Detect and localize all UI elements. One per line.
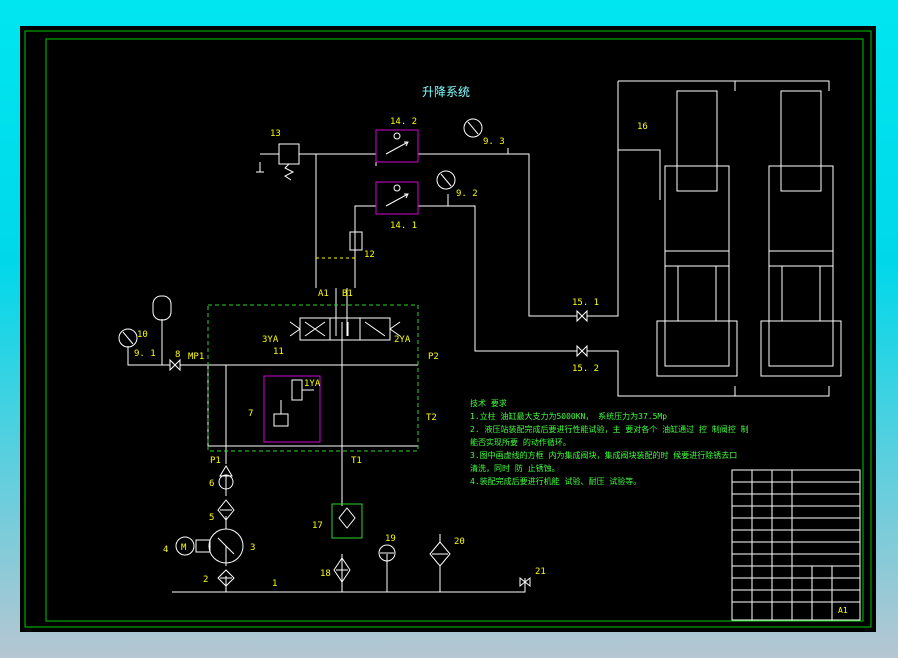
filters bbox=[331, 503, 531, 588]
line-mid bbox=[354, 194, 830, 397]
label-15-2: 15. 2 bbox=[572, 364, 599, 374]
label-2: 2 bbox=[203, 575, 208, 585]
hydraulic-schematic: 升降系统 bbox=[24, 30, 872, 628]
manifold-lines bbox=[180, 336, 418, 506]
tech-line-6: 4.装配完成后要进行机能 试验、耐压 试验等。 bbox=[470, 476, 641, 486]
ball-valves bbox=[169, 309, 588, 372]
flow-valve-14-1 bbox=[375, 181, 419, 215]
label-9-2: 9. 2 bbox=[456, 189, 478, 199]
cylinder-16 bbox=[656, 90, 842, 377]
label-10: 10 bbox=[137, 330, 148, 340]
label-motor: M bbox=[181, 543, 187, 553]
cad-drawing-area: 升降系统 bbox=[20, 26, 876, 632]
flow-valve-14-2 bbox=[375, 129, 419, 163]
label-11: 11 bbox=[273, 347, 284, 357]
label-p2: P2 bbox=[428, 352, 439, 362]
label-13: 13 bbox=[270, 129, 281, 139]
label-p1: P1 bbox=[210, 456, 221, 466]
label-21: 21 bbox=[535, 567, 546, 577]
line-a1-b1 bbox=[315, 264, 356, 336]
relief-spring bbox=[284, 163, 295, 181]
label-7: 7 bbox=[248, 409, 253, 419]
label-4: 4 bbox=[163, 545, 168, 555]
tech-line-5: 清洗，同时 防 止锈蚀。 bbox=[470, 463, 560, 473]
label-15-1: 15. 1 bbox=[572, 298, 599, 308]
component-labels: 13 14. 2 14. 1 9. 3 9. 2 16 12 A1 B1 3YA… bbox=[134, 117, 648, 589]
label-1: 1 bbox=[272, 579, 277, 589]
title-block bbox=[731, 469, 861, 621]
drawing-number: A1 bbox=[838, 606, 848, 615]
relief-valve-tank bbox=[256, 153, 279, 173]
label-12: 12 bbox=[364, 250, 375, 260]
label-5: 5 bbox=[209, 513, 214, 523]
label-3ya: 3YA bbox=[262, 335, 279, 345]
label-a1: A1 bbox=[318, 289, 329, 299]
integrated-manifold bbox=[207, 304, 419, 452]
label-18: 18 bbox=[320, 569, 331, 579]
accumulator-line bbox=[127, 319, 208, 366]
pump-line bbox=[172, 476, 526, 593]
diagram-title: 升降系统 bbox=[422, 85, 470, 99]
tech-line-1: 1.立柱 油缸最大支力为5000KN， 系统压力为37.5Mp bbox=[470, 411, 667, 421]
outer-border bbox=[24, 30, 872, 628]
label-t2: T2 bbox=[426, 413, 437, 423]
label-3: 3 bbox=[250, 543, 255, 553]
label-9-3: 9. 3 bbox=[483, 137, 505, 147]
check-valve-12 bbox=[349, 231, 363, 251]
relief-valve-13 bbox=[278, 143, 300, 165]
line-cylinder-top bbox=[617, 80, 830, 150]
label-14-2: 14. 2 bbox=[390, 117, 417, 127]
label-16: 16 bbox=[637, 122, 648, 132]
label-1ya: 1YA bbox=[304, 379, 321, 389]
technical-requirements: 技术 要求 1.立柱 油缸最大支力为5000KN， 系统压力为37.5Mp 2.… bbox=[470, 398, 749, 486]
label-8: 8 bbox=[175, 350, 180, 360]
label-14-1: 14. 1 bbox=[390, 221, 417, 231]
inner-border bbox=[45, 38, 864, 622]
valve-7-symbol bbox=[273, 379, 314, 427]
tech-line-3: 能否实现所要 的动作循环。 bbox=[470, 437, 571, 447]
accumulator-10 bbox=[152, 295, 172, 321]
tech-line-2: 2. 液压站装配完成后要进行性能试验，主 要对各个 油缸通过 控 制阀控 制 bbox=[470, 424, 749, 434]
directional-valve-11 bbox=[289, 317, 401, 341]
label-19: 19 bbox=[385, 534, 396, 544]
label-2ya: 2YA bbox=[394, 335, 411, 345]
label-20: 20 bbox=[454, 537, 465, 547]
label-9-1: 9. 1 bbox=[134, 349, 156, 359]
label-b1: B1 bbox=[342, 289, 353, 299]
tech-heading: 技术 要求 bbox=[470, 398, 507, 408]
label-t1: T1 bbox=[351, 456, 362, 466]
flow-valve-symbols bbox=[385, 132, 409, 207]
hydraulic-lines bbox=[127, 80, 830, 593]
valve-7-box bbox=[263, 375, 321, 443]
label-6: 6 bbox=[209, 479, 214, 489]
tech-line-4: 3.图中画虚线的方框 内为集成阀块，集成阀块装配的时 候要进行除锈去口 bbox=[470, 450, 737, 460]
label-17: 17 bbox=[312, 521, 323, 531]
pressure-gauges bbox=[118, 118, 483, 562]
label-mp1: MP1 bbox=[188, 352, 204, 362]
pump-group bbox=[175, 465, 244, 587]
